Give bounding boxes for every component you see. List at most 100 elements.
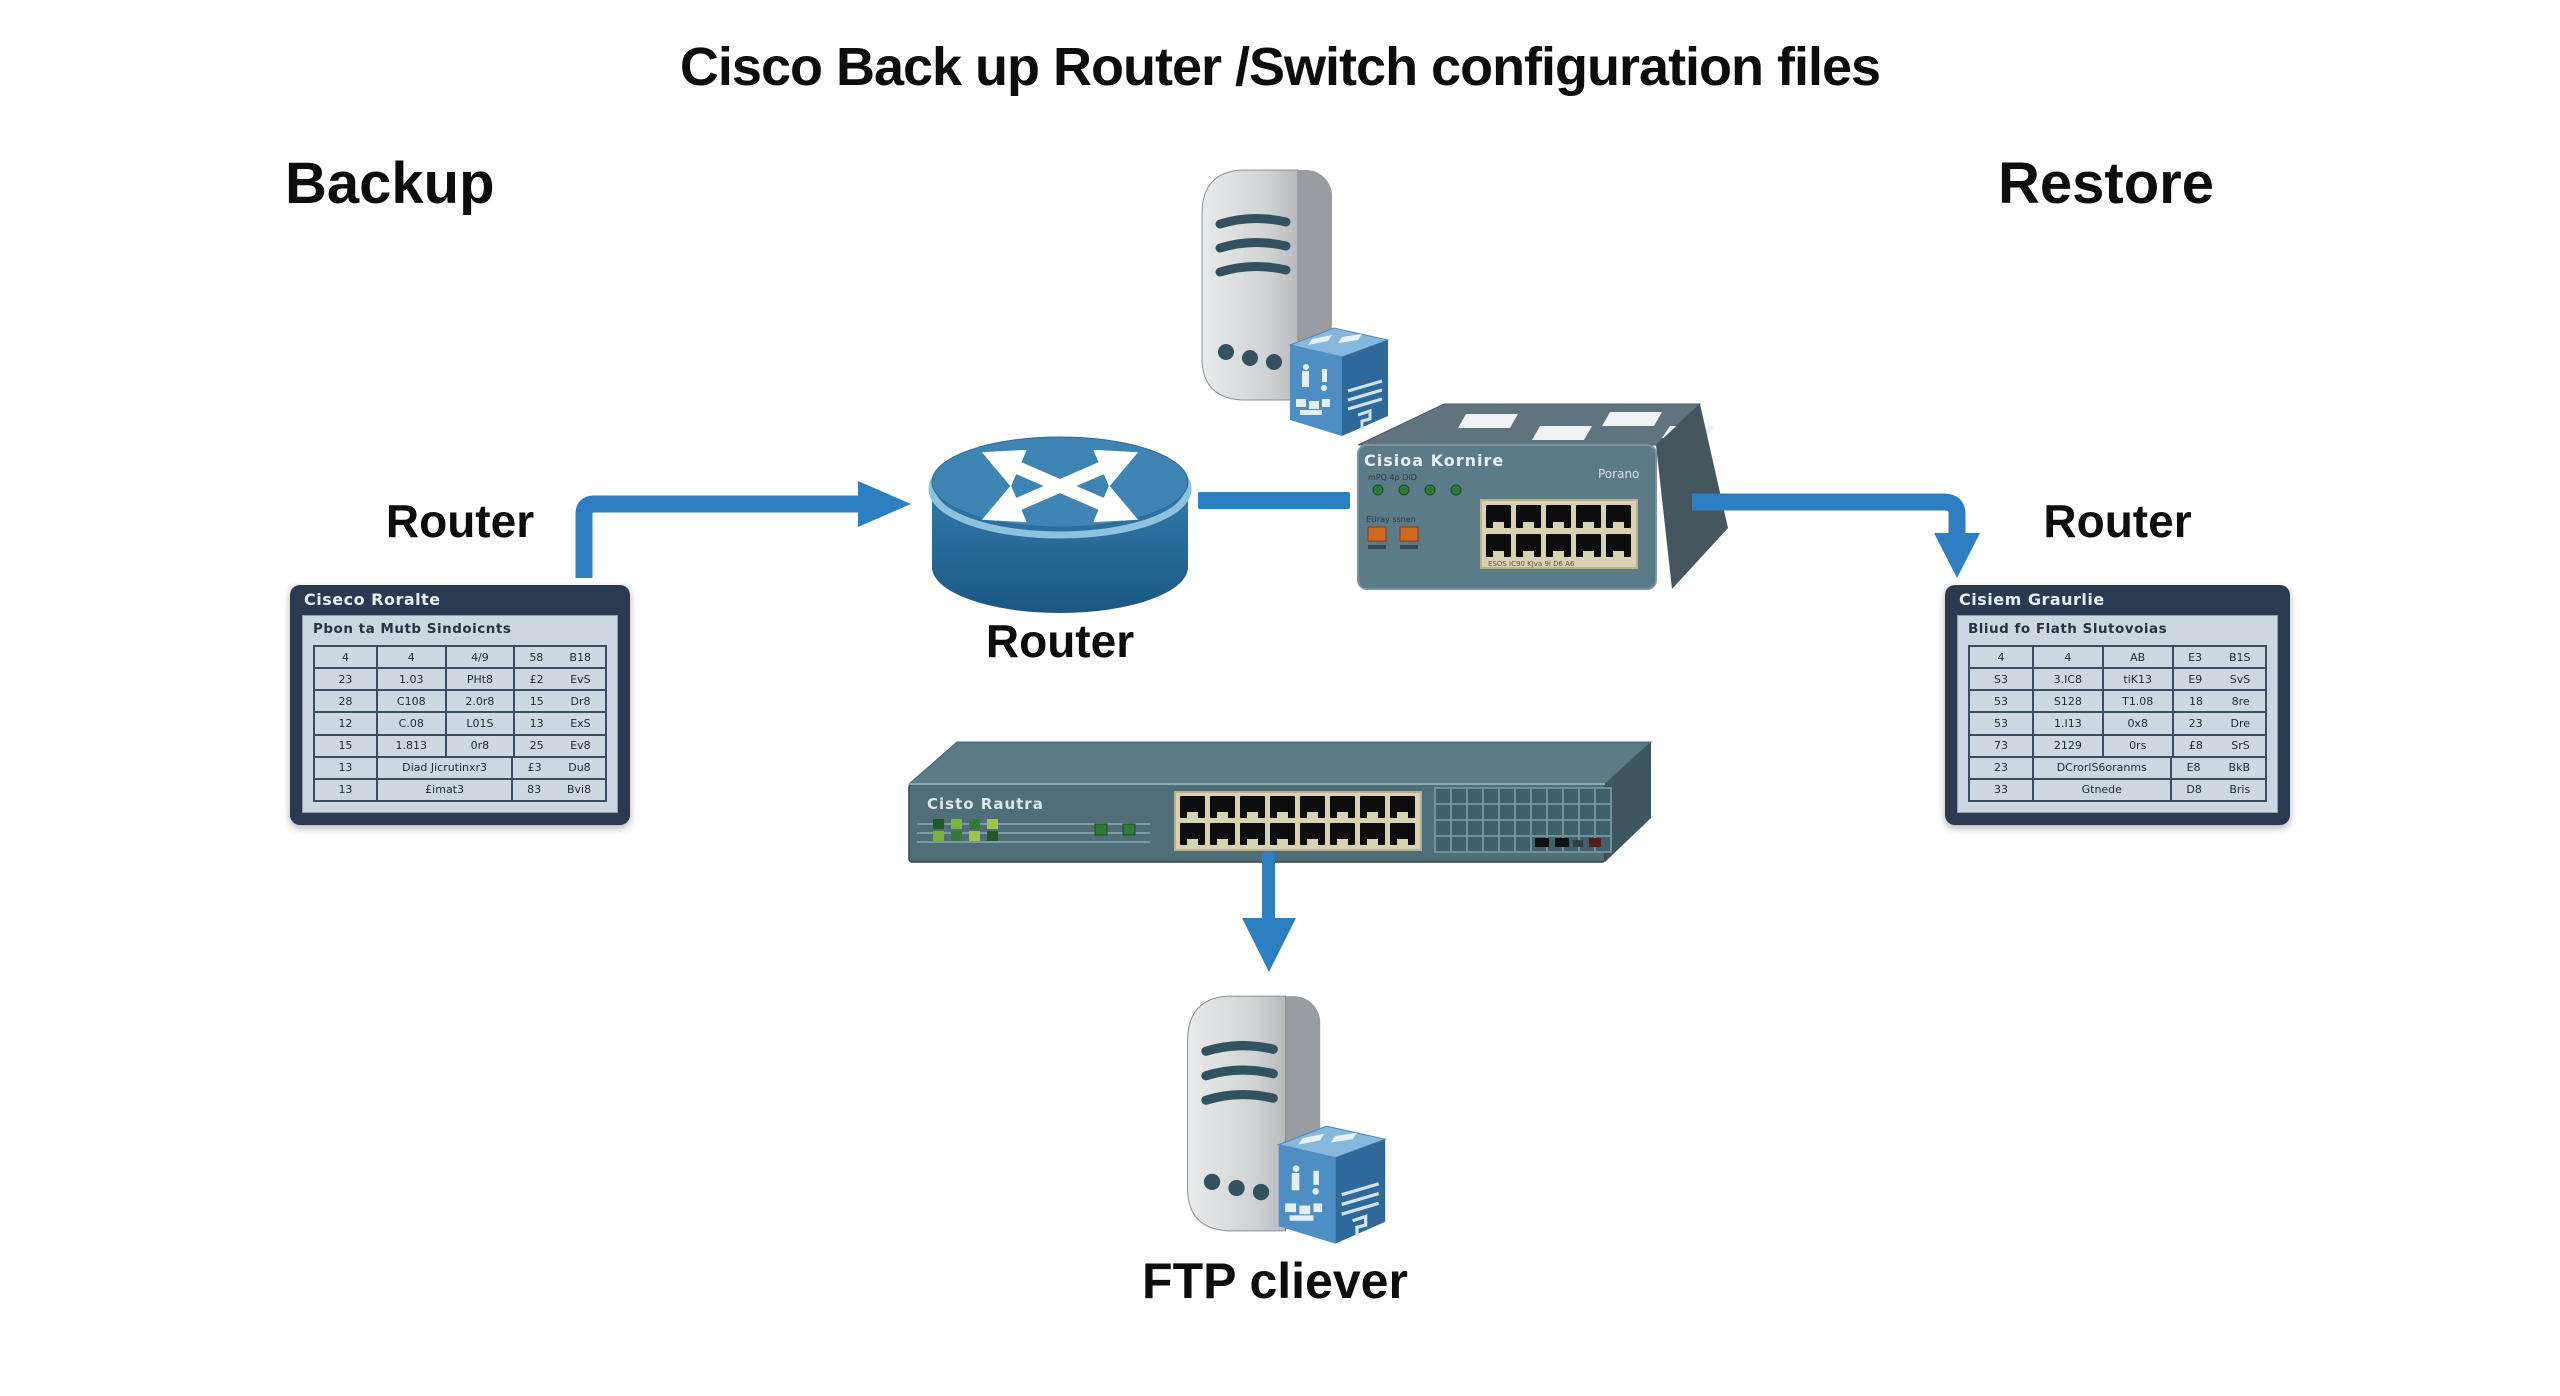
config-cell: tiK13 — [2101, 669, 2172, 690]
top-switch-button-caption: EUray ssnen — [1366, 515, 1416, 524]
top-switch-model: Porano — [1598, 467, 1639, 481]
backup-config-screen: Ciseco Roralte Pbon ta Mutb Sindoicnts 4… — [290, 585, 630, 825]
ethernet-port-block: ESOS IC90 KJva 9i D6 A6 — [1480, 499, 1638, 569]
config-cell: 23 — [1993, 761, 2008, 775]
config-cell: 1.I13 — [2031, 713, 2102, 734]
bottom-switch-icon: Cisto Rautra — [907, 741, 1653, 863]
config-cell: 1.813 — [375, 735, 445, 756]
backup-arrow — [575, 481, 911, 578]
page-title: Cisco Back up Router /Switch configurati… — [679, 37, 1881, 97]
config-cell: 13 — [338, 761, 353, 775]
ftp-server-label: FTP cliever — [1142, 1253, 1408, 1309]
config-cell: C108 — [375, 691, 445, 712]
config-cell: 4/9 — [444, 647, 514, 668]
network-module-icon — [1288, 327, 1390, 436]
ftp-arrow — [1242, 852, 1296, 972]
restore-screen-title: Cisiem Graurlie — [1959, 590, 2105, 609]
center-router-label: Router — [985, 615, 1135, 667]
backup-screen-heading: Pbon ta Mutb Sindoicnts — [313, 621, 512, 637]
arrow-head-down-icon — [1242, 918, 1296, 972]
top-switch-icon: Cisioa Kornire Porano mPQ 4p OlD EUray s… — [1357, 403, 1728, 590]
config-cell: 4 — [2031, 647, 2102, 668]
ethernet-port-block — [1174, 791, 1422, 851]
arrow-head-down-icon — [1934, 533, 1980, 578]
config-cell: 33 — [1993, 783, 2008, 797]
config-cell: 28 — [338, 694, 353, 708]
config-cell: 13 — [338, 783, 353, 797]
top-switch-led-caption: mPQ 4p OlD — [1368, 473, 1417, 482]
backup-screen-title: Ciseco Roralte — [304, 590, 441, 609]
config-cell: 3.IC8 — [2031, 669, 2102, 690]
right-router-label: Router — [2043, 495, 2192, 547]
config-cell: Diad Jicrutinxr3 — [375, 757, 511, 778]
reset-buttons — [1367, 526, 1419, 549]
config-cell: 0rs — [2101, 735, 2172, 756]
config-cell: L01S — [444, 713, 514, 734]
config-cell: 53 — [1993, 694, 2008, 708]
restore-screen-heading: Bliud fo Flath Slutovoias — [1968, 621, 2168, 637]
status-leds — [1372, 484, 1462, 496]
status-leds — [933, 819, 1136, 841]
config-cell: 2129 — [2031, 735, 2102, 756]
config-cell: 4 — [341, 650, 349, 664]
config-cell: 23 — [338, 672, 353, 686]
config-cell: DCrorlS6oranms — [2031, 757, 2170, 778]
restore-config-screen: Cisiem Graurlie Bliud fo Flath Slutovoia… — [1945, 585, 2290, 825]
config-cell: 1.03 — [375, 669, 445, 690]
config-cell: 4 — [1997, 650, 2005, 664]
vent-grid — [1434, 787, 1612, 853]
config-cell: AB — [2101, 647, 2172, 668]
port-caption: ESOS IC90 KJva 9i D6 A6 — [1488, 560, 1575, 568]
config-cell: £imat3 — [375, 779, 511, 800]
config-cell: T1.08 — [2101, 691, 2172, 712]
left-router-label: Router — [385, 495, 535, 547]
config-cell: S3 — [1993, 672, 2008, 686]
config-cell: 12 — [338, 716, 353, 730]
restore-heading: Restore — [1998, 151, 2214, 216]
backup-heading: Backup — [285, 151, 495, 216]
config-cell: 2.0r8 — [444, 691, 514, 712]
bottom-switch-brand: Cisto Rautra — [927, 795, 1044, 813]
config-cell: S128 — [2031, 691, 2102, 712]
config-cell: C.08 — [375, 713, 445, 734]
config-cell: PHt8 — [444, 669, 514, 690]
config-cell: 15 — [338, 739, 353, 753]
router-crossed-arrows-icon — [981, 449, 1139, 523]
router-icon — [928, 436, 1192, 613]
config-cell: 0r8 — [444, 735, 514, 756]
config-cell: 73 — [1993, 739, 2008, 753]
router-switch-link — [1198, 492, 1350, 509]
config-cell: Gtnede — [2031, 779, 2170, 800]
ftp-network-module-icon — [1276, 1125, 1388, 1244]
config-cell: 4 — [375, 647, 445, 668]
